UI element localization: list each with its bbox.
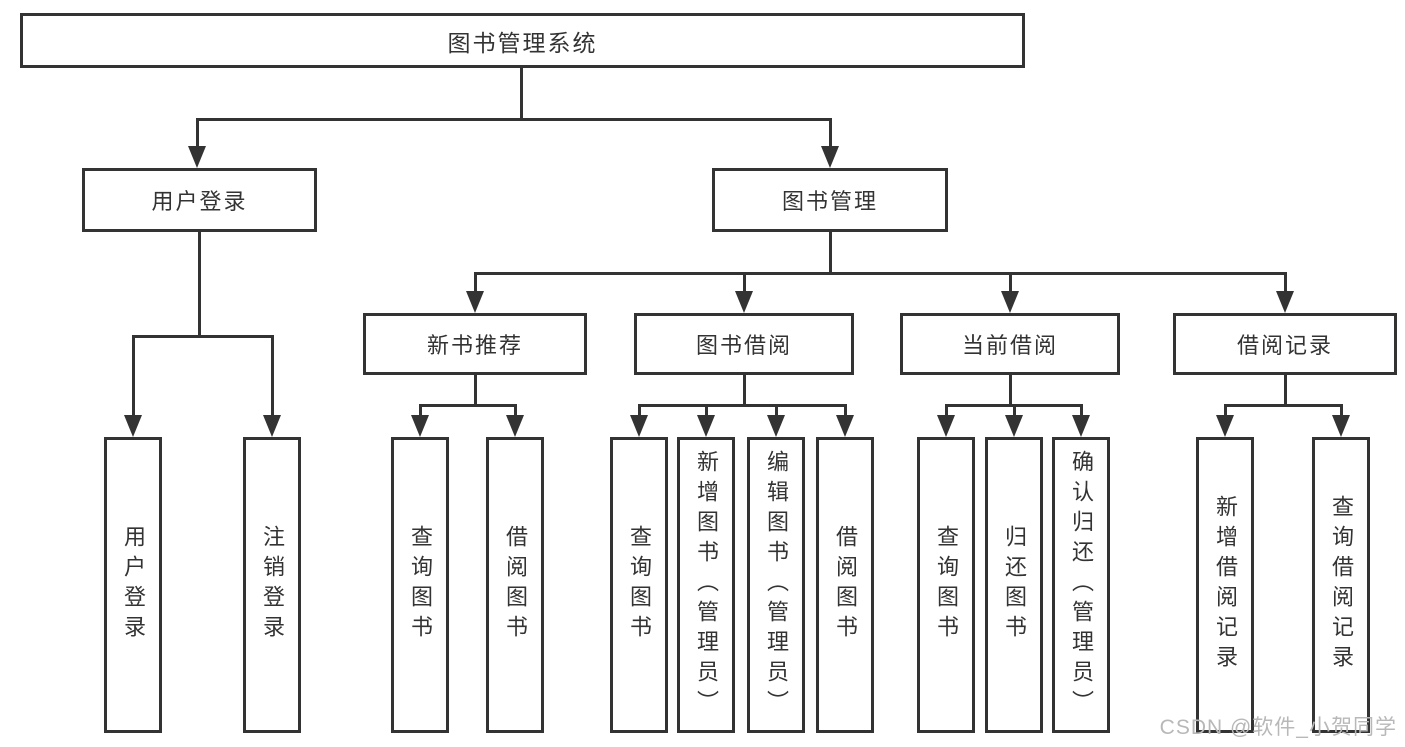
arrowhead-leaf-login [124, 415, 142, 437]
arrowhead-book-mgmt [821, 146, 839, 168]
connector-to-leaf-login-stem [132, 335, 135, 418]
connector-new-book-bar [419, 404, 516, 407]
arrowhead-leaf [836, 415, 854, 437]
leaf-label: 编辑图书（管理员） [764, 450, 789, 720]
arrowhead-borrow-records [1276, 291, 1294, 313]
leaf-edit-books-admin: 编辑图书（管理员） [747, 437, 805, 733]
connector-to-current-borrow-stem [1009, 272, 1012, 294]
connector-root-stem [520, 68, 523, 120]
leaf-user-login: 用户登录 [104, 437, 162, 733]
node-book-mgmt: 图书管理 [712, 168, 948, 232]
leaf-borrow-books: 借阅图书 [816, 437, 874, 733]
connector-current-borrow-stem2 [1009, 375, 1012, 406]
connector-book-borrow-bar [638, 404, 846, 407]
node-root-label: 图书管理系统 [447, 29, 598, 56]
node-root: 图书管理系统 [20, 13, 1025, 68]
connector-stem [705, 404, 708, 418]
connector-stem [419, 404, 422, 418]
csdn-watermark: CSDN @软件_小贺同学 [1159, 716, 1397, 739]
leaf-logout: 注销登录 [243, 437, 301, 733]
connector-book-mgmt-stem [829, 232, 832, 274]
arrowhead-leaf [1216, 415, 1234, 437]
node-user-login-label: 用户登录 [151, 189, 248, 214]
connector-to-borrow-records-stem [1284, 272, 1287, 294]
arrowhead-leaf [630, 415, 648, 437]
arrowhead-leaf [937, 415, 955, 437]
connector-stem [514, 404, 517, 418]
connector-stem [945, 404, 948, 418]
leaf-label: 查询图书 [934, 525, 959, 645]
leaf-label: 新增借阅记录 [1213, 495, 1238, 675]
leaf-add-books-admin: 新增图书（管理员） [677, 437, 735, 733]
arrowhead-leaf [506, 415, 524, 437]
leaf-logout-label: 注销登录 [260, 525, 285, 645]
arrowhead-leaf [767, 415, 785, 437]
connector-book-mgmt-bar [474, 272, 1286, 275]
leaf-label: 新增图书（管理员） [694, 450, 719, 720]
arrowhead-user-login [188, 146, 206, 168]
node-new-book-rec-label: 新书推荐 [426, 333, 523, 358]
leaf-return-books: 归还图书 [985, 437, 1043, 733]
connector-borrow-records-stem2 [1284, 375, 1287, 406]
connector-to-book-mgmt-stem [829, 118, 832, 150]
leaf-label: 归还图书 [1002, 525, 1027, 645]
connector-stem [1013, 404, 1016, 418]
arrowhead-leaf [697, 415, 715, 437]
node-book-mgmt-label: 图书管理 [781, 189, 878, 214]
connector-user-login-bar [132, 335, 274, 338]
leaf-borrow-books-newrec: 借阅图书 [486, 437, 544, 733]
leaf-label: 查询图书 [408, 525, 433, 645]
connector-stem [1080, 404, 1083, 418]
connector-stem [775, 404, 778, 418]
connector-to-user-login-stem [196, 118, 199, 150]
node-book-borrow-label: 图书借阅 [695, 333, 792, 358]
node-new-book-rec: 新书推荐 [363, 313, 587, 375]
leaf-label: 借阅图书 [833, 525, 858, 645]
leaf-query-borrow-record: 查询借阅记录 [1312, 437, 1370, 733]
leaf-label: 查询借阅记录 [1329, 495, 1354, 675]
leaf-user-login-label: 用户登录 [121, 525, 146, 645]
connector-stem [638, 404, 641, 418]
connector-stem [1340, 404, 1343, 418]
leaf-label: 查询图书 [627, 525, 652, 645]
node-user-login: 用户登录 [82, 168, 317, 232]
arrowhead-leaf [1005, 415, 1023, 437]
leaf-query-books-newrec: 查询图书 [391, 437, 449, 733]
leaf-query-books-borrow: 查询图书 [610, 437, 668, 733]
node-current-borrow: 当前借阅 [900, 313, 1120, 375]
leaf-label: 借阅图书 [503, 525, 528, 645]
node-current-borrow-label: 当前借阅 [961, 333, 1058, 358]
arrowhead-new-book [466, 291, 484, 313]
arrowhead-leaf [411, 415, 429, 437]
connector-to-leaf-logout-stem [271, 335, 274, 418]
connector-stem [844, 404, 847, 418]
node-borrow-records: 借阅记录 [1173, 313, 1397, 375]
arrowhead-leaf [1332, 415, 1350, 437]
leaf-label: 确认归还（管理员） [1069, 450, 1094, 720]
arrowhead-current-borrow [1001, 291, 1019, 313]
connector-to-book-borrow-stem [743, 272, 746, 294]
connector-stem [1224, 404, 1227, 418]
connector-to-new-book-stem [474, 272, 477, 294]
connector-root-bar [196, 118, 832, 121]
node-book-borrow: 图书借阅 [634, 313, 854, 375]
arrowhead-leaf-logout [263, 415, 281, 437]
connector-user-login-stem [198, 232, 201, 337]
node-borrow-records-label: 借阅记录 [1236, 333, 1333, 358]
arrowhead-leaf [1072, 415, 1090, 437]
connector-new-book-stem [474, 375, 477, 406]
connector-borrow-records-bar [1224, 404, 1343, 407]
leaf-confirm-return-admin: 确认归还（管理员） [1052, 437, 1110, 733]
leaf-query-books-current: 查询图书 [917, 437, 975, 733]
connector-book-borrow-stem2 [743, 375, 746, 406]
arrowhead-book-borrow [735, 291, 753, 313]
leaf-add-borrow-record: 新增借阅记录 [1196, 437, 1254, 733]
